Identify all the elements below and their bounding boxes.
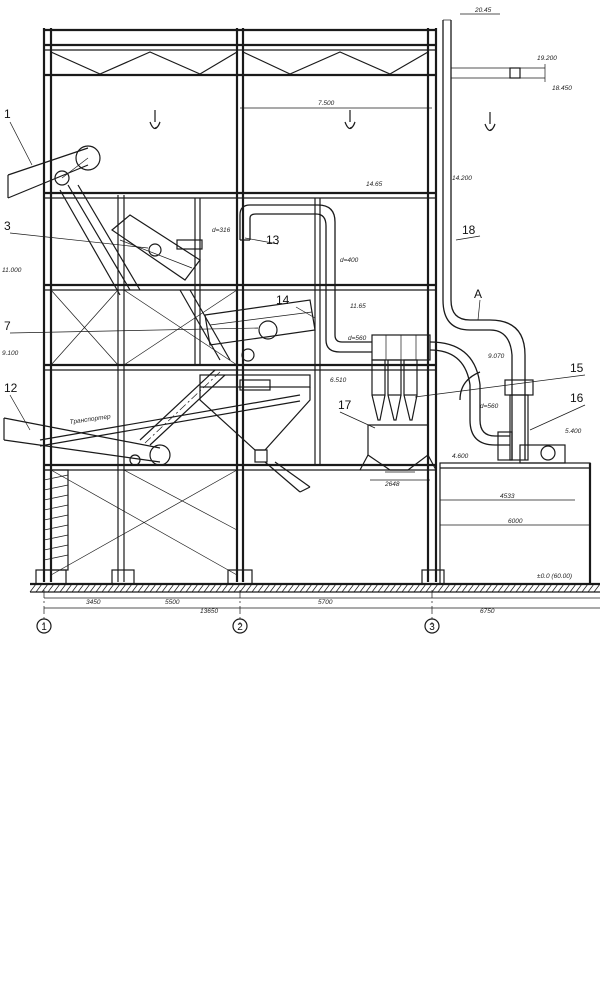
leader-lines: [9, 121, 586, 431]
section-mark-a: А: [474, 287, 482, 301]
dim-bottom-d: 6750: [480, 608, 495, 615]
dim-left-elev-2: 9.100: [2, 350, 19, 357]
hook-icon: [344, 110, 356, 130]
dust-bin: [359, 424, 437, 473]
scrubber-fan: [497, 379, 566, 464]
dim-bottom-b: 5500: [165, 599, 180, 606]
callout-18: 18: [462, 223, 476, 237]
callout-1: 1: [4, 107, 11, 121]
dim-4600: 4.600: [452, 453, 469, 460]
ground-line: [29, 582, 600, 593]
annex-structure: [439, 462, 592, 585]
dim-d-mid: d=560: [480, 403, 499, 410]
callout-17: 17: [338, 398, 352, 412]
conveyors: [3, 145, 316, 466]
callouts: 1 3 7 12 13 14 15 16 17 18 А: [4, 107, 584, 412]
dim-1165: 11.65: [350, 303, 366, 310]
dim-5400: 5.400: [565, 428, 582, 435]
callout-16: 16: [570, 391, 584, 405]
dim-beam-elev: 14.65: [366, 181, 383, 188]
callout-12: 12: [4, 381, 18, 395]
dim-bottom-c: 5700: [318, 599, 333, 606]
callout-7: 7: [4, 319, 11, 333]
axis-bubble-3: [424, 618, 440, 634]
axis-bubble-1: [36, 618, 52, 634]
hook-icon: [484, 112, 496, 132]
dim-bottom-total: 13650: [200, 608, 218, 615]
dim-9070: 9.070: [488, 353, 505, 360]
crane-hooks: [149, 110, 496, 132]
axis-label-3: 3: [429, 622, 435, 633]
dim-right-elev: 19.200: [537, 55, 557, 62]
dim-top-elev: 20.45: [474, 7, 492, 14]
dim-base-elev: ±0.0 (60.00): [537, 573, 572, 580]
exhaust-stack: [442, 19, 546, 460]
hopper: [199, 374, 311, 493]
axis-bubble-2: [232, 618, 248, 634]
dim-d560: d=560: [348, 335, 367, 342]
dim-inclined-label: Транспортер: [69, 413, 111, 426]
dim-d316: d=316: [212, 227, 231, 234]
dim-6000: 6000: [508, 518, 523, 525]
dim-span-top: 7.500: [318, 100, 335, 107]
building-frame: [35, 28, 445, 585]
callout-14: 14: [276, 293, 290, 307]
dim-mid: 6.510: [330, 377, 347, 384]
axis-label-2: 2: [237, 622, 243, 633]
dim-2648: 2648: [384, 481, 400, 488]
dim-left-elev-1: 11.000: [2, 267, 22, 274]
dim-bottom-a: 3450: [86, 599, 101, 606]
callout-3: 3: [4, 219, 11, 233]
dim-d400: d=400: [340, 257, 359, 264]
dim-right-elev2: 18.450: [552, 85, 572, 92]
dimension-labels: 20.45 19.200 18.450 7.500 14.65 14.200 d…: [2, 7, 590, 615]
cyclone-battery: [350, 334, 431, 421]
grid-axes: 1 2 3: [36, 590, 600, 634]
callout-15: 15: [570, 361, 584, 375]
hook-icon: [149, 110, 161, 130]
callout-13: 13: [266, 233, 280, 247]
ductwork: [239, 204, 510, 446]
dim-right-top: 14.200: [452, 175, 472, 182]
axis-label-1: 1: [41, 622, 47, 633]
dim-4533: 4533: [500, 493, 515, 500]
